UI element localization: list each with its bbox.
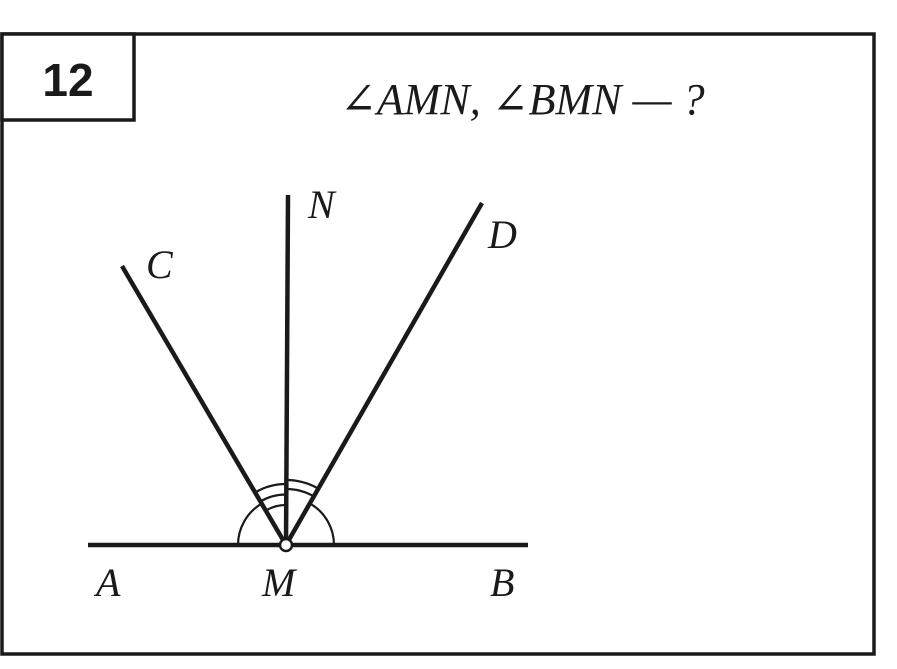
label-n: N <box>307 182 337 227</box>
angle-arc-nmd-1 <box>285 487 315 498</box>
ray-mn <box>283 194 291 546</box>
ray-mc <box>120 264 288 547</box>
problem-number-box <box>0 32 136 122</box>
label-b: B <box>490 560 514 605</box>
label-c: C <box>146 242 174 287</box>
angle-arc-nmd-2 <box>285 478 319 490</box>
angle-arc-cmn-2 <box>259 493 287 503</box>
label-m: M <box>261 560 298 605</box>
label-d: D <box>487 212 517 257</box>
problem-frame <box>0 32 876 656</box>
ray-md <box>284 201 484 547</box>
angle-arc-cmn-3 <box>254 482 287 494</box>
label-a: A <box>93 560 121 605</box>
problem-question: ∠AMN, ∠BMN — ? <box>340 75 705 124</box>
vertex-point-m <box>278 537 294 553</box>
angle-arc-dmb <box>309 502 336 546</box>
angle-arc-amc <box>236 502 263 546</box>
angle-arc-cmn-1 <box>265 503 287 512</box>
problem-number: 12 <box>42 54 93 106</box>
